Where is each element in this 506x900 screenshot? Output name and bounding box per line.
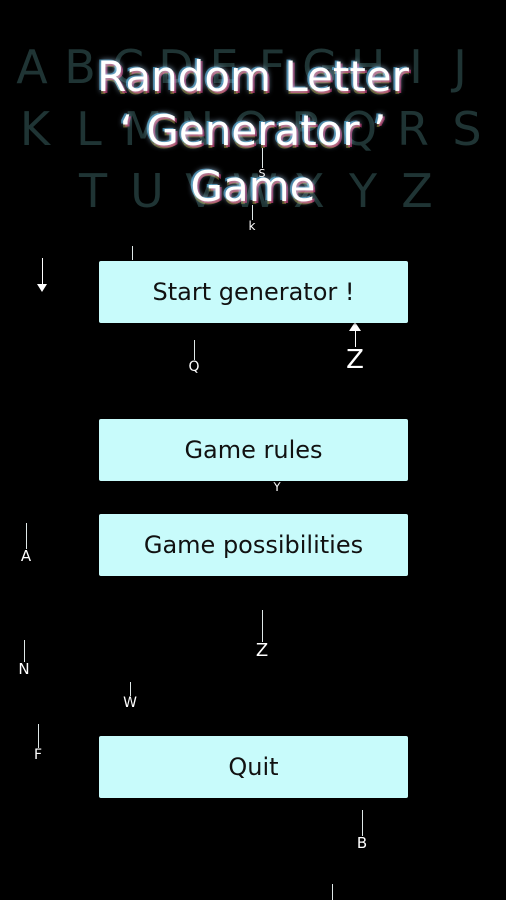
letter-trail xyxy=(23,640,25,662)
backdrop-letter: Z xyxy=(401,164,433,218)
backdrop-letter: Y xyxy=(348,164,378,218)
letter-trail xyxy=(37,724,39,748)
letter-trail xyxy=(131,246,133,260)
down-arrow-icon xyxy=(32,258,52,292)
letter-trail xyxy=(331,884,333,900)
backdrop-letter: L xyxy=(76,102,102,156)
backdrop-letter: H xyxy=(350,40,386,94)
backdrop-letter: F xyxy=(258,40,286,94)
backdrop-letter: A xyxy=(16,40,48,94)
falling-letter-char: S xyxy=(258,167,266,180)
backdrop-letter: V xyxy=(185,164,217,218)
backdrop-letter: B xyxy=(64,40,96,94)
game-title-line-1: Random Letter xyxy=(97,52,409,101)
falling-letter-char: Q xyxy=(188,359,200,375)
backdrop-letter: U xyxy=(130,164,164,218)
backdrop-letter: J xyxy=(453,40,467,94)
backdrop-letter: T xyxy=(78,164,108,218)
letter-trail xyxy=(251,205,253,220)
game-rules-button[interactable]: Game rules xyxy=(99,419,408,481)
backdrop-letter: M xyxy=(123,102,163,156)
backdrop-letter: I xyxy=(409,40,423,94)
falling-letter-y: Y xyxy=(262,481,292,493)
falling-letter-a: A xyxy=(11,523,41,564)
falling-letter-char: B xyxy=(356,834,368,852)
backdrop-letter: S xyxy=(452,102,482,156)
start-generator-button[interactable]: Start generator ! xyxy=(99,261,408,323)
backdrop-letter: D xyxy=(158,40,194,94)
falling-letter-char: A xyxy=(20,547,32,565)
falling-letter-b: B xyxy=(347,810,377,851)
backdrop-letter: N xyxy=(179,102,215,156)
rising-letter-z: Z xyxy=(340,322,370,373)
falling-letter-char: Y xyxy=(273,480,281,494)
backdrop-letter: X xyxy=(293,164,325,218)
letter-trail xyxy=(25,523,27,549)
backdrop-letter: G xyxy=(302,40,338,94)
falling-letter-char: N xyxy=(18,660,30,678)
arrow-stem xyxy=(354,329,356,347)
backdrop-letter: C xyxy=(111,40,145,94)
up-arrow-icon xyxy=(349,322,361,331)
letter-trail xyxy=(361,810,363,836)
game-possibilities-button[interactable]: Game possibilities xyxy=(99,514,408,576)
backdrop-letter: W xyxy=(232,164,278,218)
arrow-head xyxy=(37,284,47,292)
falling-letter-q: Q xyxy=(179,340,209,374)
falling-letter-s: S xyxy=(247,148,277,179)
falling-letter-char: W xyxy=(123,695,137,711)
quit-button[interactable]: Quit xyxy=(99,736,408,798)
falling-letter-char: k xyxy=(248,219,256,233)
backdrop-letter: O xyxy=(232,102,270,156)
backdrop-letter: K xyxy=(19,102,51,156)
letter-trail xyxy=(193,340,195,360)
falling-trail-bottom xyxy=(317,884,347,900)
falling-trail-above-start xyxy=(117,246,147,260)
falling-letter-k: k xyxy=(237,205,267,232)
falling-letter-f: F xyxy=(23,724,53,762)
backdrop-letter: R xyxy=(397,102,429,156)
falling-letter-n: N xyxy=(9,640,39,677)
arrow-stem xyxy=(41,258,43,288)
falling-letter-w: W xyxy=(115,682,145,710)
letter-trail xyxy=(129,682,131,696)
letter-trail xyxy=(261,610,263,642)
game-title-line-3: Game xyxy=(190,162,316,211)
falling-letter-z: Z xyxy=(247,610,277,660)
backdrop-letter: E xyxy=(209,40,239,94)
game-title-line-2: ‘ Generator ’ xyxy=(119,106,387,155)
backdrop-letter: Q xyxy=(340,102,378,156)
backdrop-letter: P xyxy=(291,102,319,156)
falling-letter-char: Z xyxy=(255,640,269,661)
rising-letter-char: Z xyxy=(346,345,364,375)
letter-trail xyxy=(261,148,263,168)
falling-letter-char: F xyxy=(33,747,43,763)
